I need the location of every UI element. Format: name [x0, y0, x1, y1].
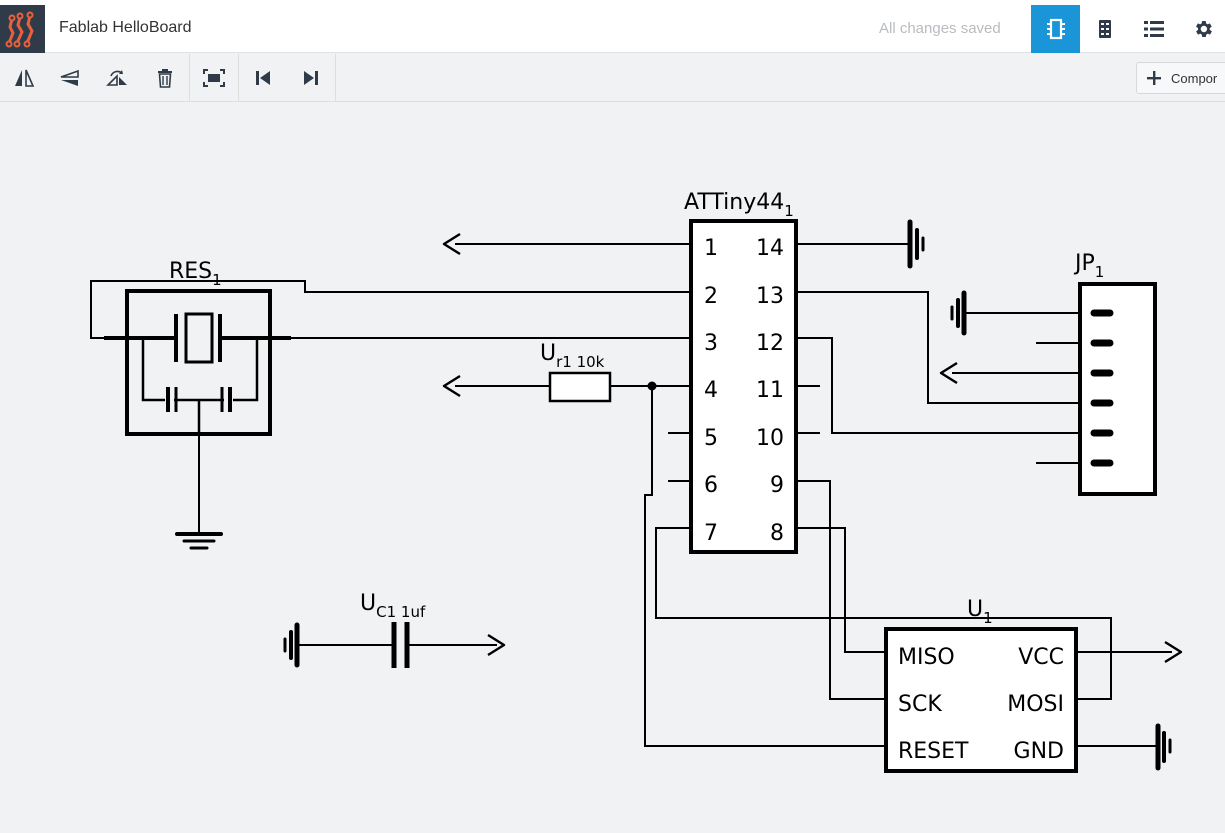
header-jp1[interactable]: JP1 [1073, 251, 1157, 496]
flip-horizontal-icon [15, 69, 35, 87]
list-view-button[interactable] [1129, 5, 1178, 53]
step-forward-icon [304, 70, 318, 85]
pin-3-label: 3 [704, 331, 718, 356]
toolbar-divider [238, 54, 239, 101]
ground-resonator-icon [175, 532, 223, 550]
pin-4-label: 4 [704, 378, 718, 403]
plus-icon [1147, 71, 1161, 85]
capacitor-c1[interactable]: UC1 1uf [360, 591, 426, 668]
wire-pin9-sck[interactable] [796, 480, 886, 700]
resonator-res1[interactable]: RES1 [104, 259, 291, 436]
isp-pin-sck: SCK [898, 692, 942, 717]
schematic-canvas[interactable]: ATTiny441 1 2 3 4 5 6 7 14 13 12 11 10 9… [0, 102, 1225, 828]
isp-header-u1[interactable]: U1 MISO VCC SCK MOSI RESET GND [884, 597, 1078, 773]
isp-pin-mosi: MOSI [1007, 692, 1064, 717]
pin-1-label: 1 [704, 236, 718, 261]
pin-5-label: 5 [704, 426, 718, 451]
pin-10-label: 10 [756, 426, 784, 451]
gear-icon [1195, 21, 1212, 37]
header-label: JP1 [1073, 251, 1104, 281]
add-component-button[interactable]: Compor [1136, 62, 1225, 94]
wire-reset[interactable] [644, 386, 886, 747]
settings-button[interactable] [1178, 5, 1225, 53]
rotate-icon [106, 69, 127, 86]
ground-pin14-icon [907, 219, 925, 269]
pin-9-label: 9 [770, 473, 784, 498]
arrow-cap [487, 633, 506, 657]
chip-icon [1046, 18, 1065, 40]
arrow-pin1 [442, 232, 461, 256]
pin-14-label: 14 [756, 236, 784, 261]
resistor-r1[interactable]: Ur1 10k [540, 341, 612, 403]
wire-pin2[interactable] [90, 280, 691, 339]
pin-13-label: 13 [756, 284, 784, 309]
pin-12-label: 12 [756, 331, 784, 356]
pin-2-label: 2 [704, 284, 718, 309]
ground-isp-icon [1155, 723, 1172, 771]
board-icon [1098, 20, 1111, 38]
list-icon [1143, 21, 1164, 37]
resonator-label: RES1 [169, 259, 222, 289]
flip-horizontal-button[interactable] [0, 54, 48, 101]
isp-label: U1 [967, 597, 993, 627]
resistor-label: Ur1 10k [540, 341, 605, 371]
wire-junction [647, 381, 657, 391]
arrow-vcc [1164, 640, 1183, 664]
save-status: All changes saved [879, 20, 1001, 37]
wire-pin8-miso[interactable] [796, 527, 886, 653]
ground-header-icon [950, 290, 967, 336]
delete-icon [158, 68, 172, 88]
isp-pin-reset: RESET [898, 739, 969, 764]
isp-pin-vcc: VCC [1018, 645, 1064, 670]
wires[interactable] [90, 243, 1172, 747]
isp-pin-miso: MISO [898, 645, 955, 670]
ground-cap-icon [283, 622, 300, 668]
circuit-logo-icon[interactable] [0, 5, 45, 53]
app-title[interactable]: Fablab HelloBoard [59, 19, 192, 36]
wire-pin13[interactable] [796, 291, 1094, 404]
add-component-label: Compor [1171, 70, 1218, 86]
rotate-button[interactable] [93, 54, 141, 101]
arrow-header [939, 361, 958, 385]
pin-6-label: 6 [704, 473, 718, 498]
board-view-button[interactable] [1080, 5, 1129, 53]
toolbar-divider [189, 54, 190, 101]
delete-button[interactable] [141, 54, 189, 101]
toolbar-divider [335, 54, 336, 101]
fit-to-screen-button[interactable] [190, 54, 238, 101]
arrow-pin4 [442, 374, 461, 398]
flip-vertical-button[interactable] [45, 54, 93, 101]
app-header: Fablab HelloBoard All changes saved [0, 0, 1225, 53]
wire-pin12[interactable] [796, 337, 1094, 434]
step-back-icon [256, 70, 270, 85]
pin-8-label: 8 [770, 521, 784, 546]
step-forward-button[interactable] [287, 54, 335, 101]
step-back-button[interactable] [239, 54, 287, 101]
wire-pin7-mosi[interactable] [655, 527, 1112, 700]
flip-vertical-icon [60, 69, 79, 86]
fit-to-screen-icon [203, 68, 225, 87]
edit-toolbar: Compor [0, 54, 1225, 102]
attiny44-label: ATTiny441 [684, 190, 794, 220]
schematic-view-button[interactable] [1031, 5, 1080, 53]
capacitor-label: UC1 1uf [360, 591, 426, 621]
pin-11-label: 11 [756, 378, 784, 403]
attiny44-chip[interactable]: ATTiny441 1 2 3 4 5 6 7 14 13 12 11 10 9… [684, 190, 798, 554]
isp-pin-gnd: GND [1014, 739, 1064, 764]
pin-7-label: 7 [704, 521, 718, 546]
